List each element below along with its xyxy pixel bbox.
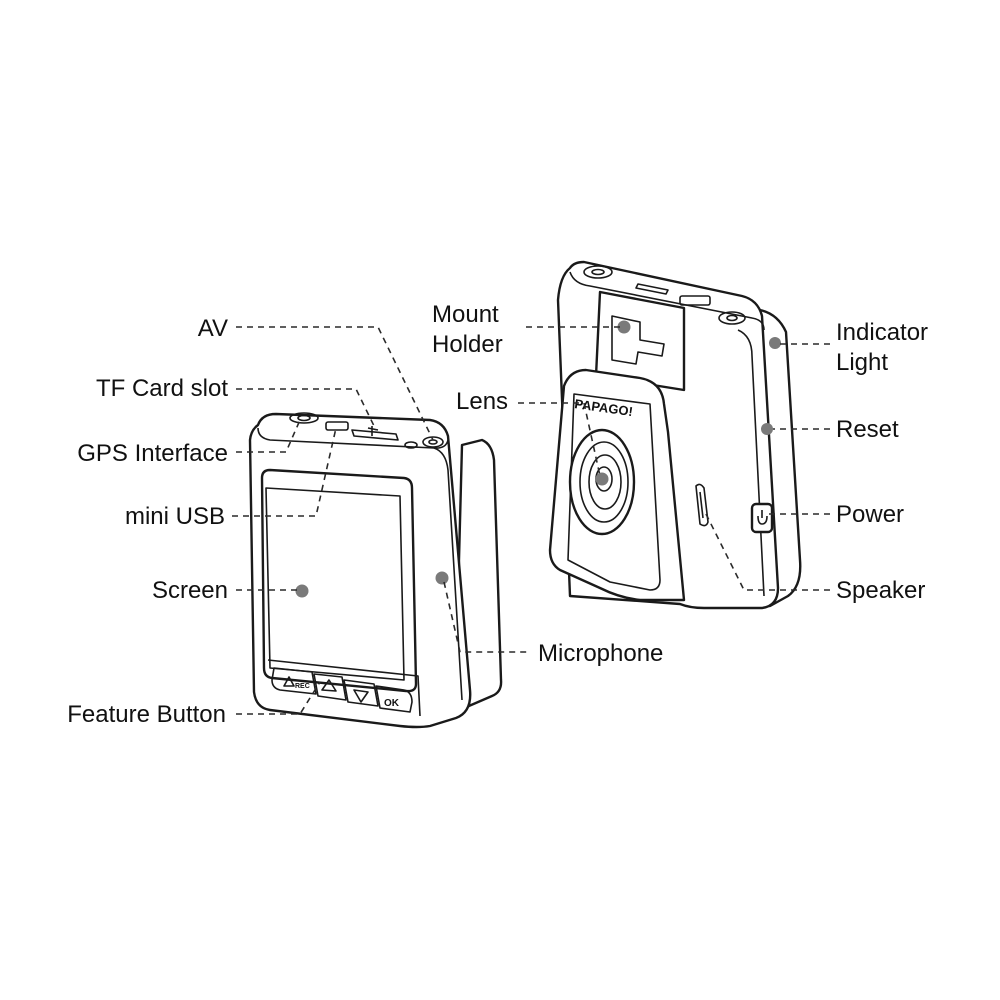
- leader-gps-interface: [236, 419, 301, 453]
- down-arrow-icon: [353, 689, 369, 703]
- up-arrow-icon: [321, 679, 337, 692]
- mount-holder-clip: [611, 315, 665, 365]
- rear-top-port-left: [583, 265, 613, 279]
- leader-mini-usb: [232, 427, 337, 517]
- rear-top-usb: [679, 295, 711, 306]
- label-speaker: Speaker: [836, 577, 925, 604]
- button-strip-edge: [267, 659, 421, 717]
- label-av: AV: [198, 315, 228, 342]
- screen-marker-dot: [295, 584, 309, 598]
- screen-glass: [265, 487, 405, 681]
- lens-ring-2: [579, 441, 629, 523]
- label-gps-interface: GPS Interface: [77, 440, 228, 467]
- rear-top-slot: [635, 283, 669, 295]
- speaker-grille: [695, 483, 709, 527]
- leader-lines: [232, 326, 830, 715]
- small-port: [404, 441, 418, 449]
- tf-card-port: [351, 429, 399, 441]
- front-camera: REC OK: [248, 412, 503, 729]
- av-port: [422, 436, 444, 448]
- leader-av: [236, 326, 434, 441]
- gps-port: [289, 412, 319, 424]
- label-feature-button: Feature Button: [67, 701, 226, 728]
- leader-feature-button: [236, 681, 321, 715]
- screen-bezel: [260, 468, 418, 693]
- up-button[interactable]: [313, 673, 347, 701]
- rear-camera-top-face: [569, 271, 765, 331]
- down-button[interactable]: [343, 679, 379, 707]
- rear-top-port-left-inner: [591, 268, 605, 276]
- power-icon: [757, 510, 768, 525]
- rec-button[interactable]: [271, 667, 317, 695]
- rec-button-label: REC: [295, 683, 310, 690]
- leader-microphone: [443, 581, 528, 653]
- label-reset: Reset: [836, 416, 899, 443]
- ok-button-label: OK: [384, 698, 400, 709]
- callout-labels: AV TF Card slot GPS Interface mini USB S…: [67, 301, 928, 728]
- leader-lens: [518, 402, 601, 477]
- leader-speaker: [703, 509, 830, 591]
- feature-buttons: REC OK: [267, 659, 421, 717]
- rear-camera: PAPAGO!: [548, 260, 802, 610]
- lens-marker-dot: [595, 472, 609, 486]
- mini-usb-port: [325, 421, 349, 431]
- lens-ring-3: [588, 454, 622, 510]
- label-mount-holder-line1: Mount: [432, 301, 499, 328]
- label-tf-card-slot: TF Card slot: [96, 375, 228, 402]
- rear-top-port-right: [718, 311, 746, 325]
- mount-holder-marker-dot: [617, 320, 631, 334]
- warning-icon: [283, 676, 295, 687]
- ok-button[interactable]: [375, 685, 413, 713]
- rear-camera-side-crease: [737, 329, 765, 597]
- label-lens: Lens: [456, 388, 508, 415]
- label-indicator-light-line1: Indicator: [836, 319, 928, 346]
- lens-housing-inner: [567, 393, 661, 591]
- label-indicator-light-line2: Light: [836, 349, 888, 376]
- indicator-light-dot: [769, 337, 781, 349]
- label-screen: Screen: [152, 577, 228, 604]
- label-mount-holder-line2: Holder: [432, 331, 503, 358]
- speaker-slot: [699, 491, 704, 519]
- rear-top-port-right-inner: [726, 314, 738, 322]
- reset-hole: [761, 423, 773, 435]
- label-mini-usb: mini USB: [125, 503, 225, 530]
- label-microphone: Microphone: [538, 640, 663, 667]
- front-camera-top-edge: [257, 427, 449, 449]
- gps-port-inner: [297, 414, 311, 422]
- front-camera-side-edge: [433, 447, 463, 701]
- microphone-marker-dot: [435, 571, 449, 585]
- label-power: Power: [836, 501, 904, 528]
